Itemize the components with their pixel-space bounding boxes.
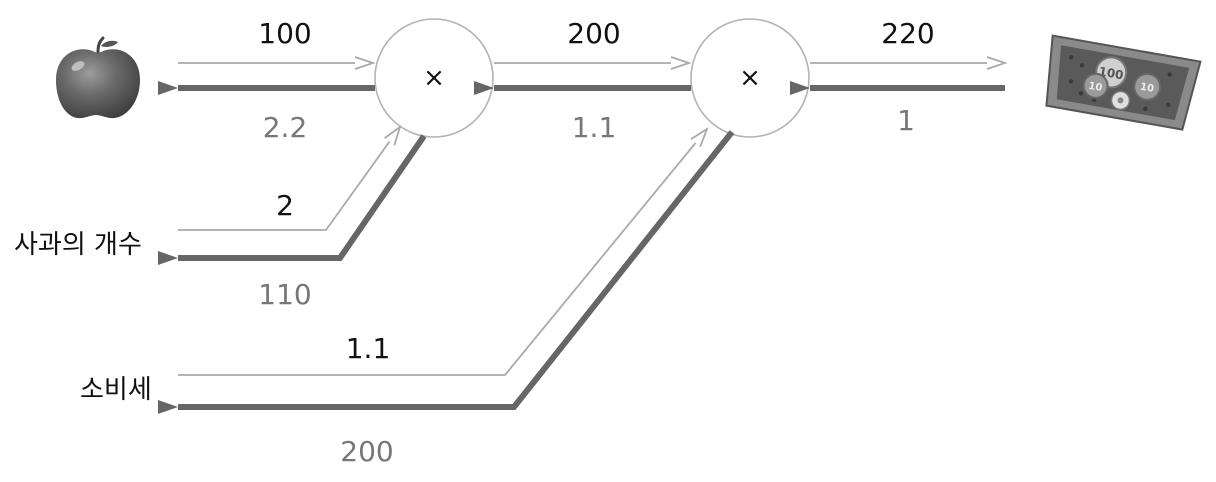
backward-value-total: 1 [897, 104, 915, 137]
backward-value-tax: 200 [340, 435, 393, 468]
svg-text:10: 10 [1139, 82, 1155, 95]
forward-arrow-tax [178, 129, 707, 376]
multiply-node-1-op: × [423, 63, 445, 93]
forward-value-apple-total: 200 [567, 17, 620, 50]
multiply-node-2-op: × [739, 63, 761, 93]
backward-arrow-apple-count [158, 134, 427, 265]
forward-value-apple-price: 100 [258, 17, 311, 50]
backward-value-apple-count: 110 [258, 278, 311, 311]
svg-text:10: 10 [1088, 81, 1104, 94]
coin-tray-icon: 100 10 10 [1045, 34, 1202, 131]
input-label-tax: 소비세 [80, 375, 152, 405]
forward-value-apple-count: 2 [276, 189, 294, 222]
forward-value-tax: 1.1 [346, 332, 391, 365]
multiply-node-2 [690, 18, 810, 138]
forward-value-total: 220 [881, 17, 934, 50]
multiply-node-1 [374, 18, 494, 138]
input-label-apple-count: 사과의 개수 [14, 230, 142, 260]
backward-value-apple-total: 1.1 [572, 111, 617, 144]
apple-icon [56, 36, 140, 119]
forward-arrow-apple-count [178, 127, 400, 231]
backward-arrow-tax [158, 130, 735, 414]
backward-value-apple-price: 2.2 [263, 111, 308, 144]
